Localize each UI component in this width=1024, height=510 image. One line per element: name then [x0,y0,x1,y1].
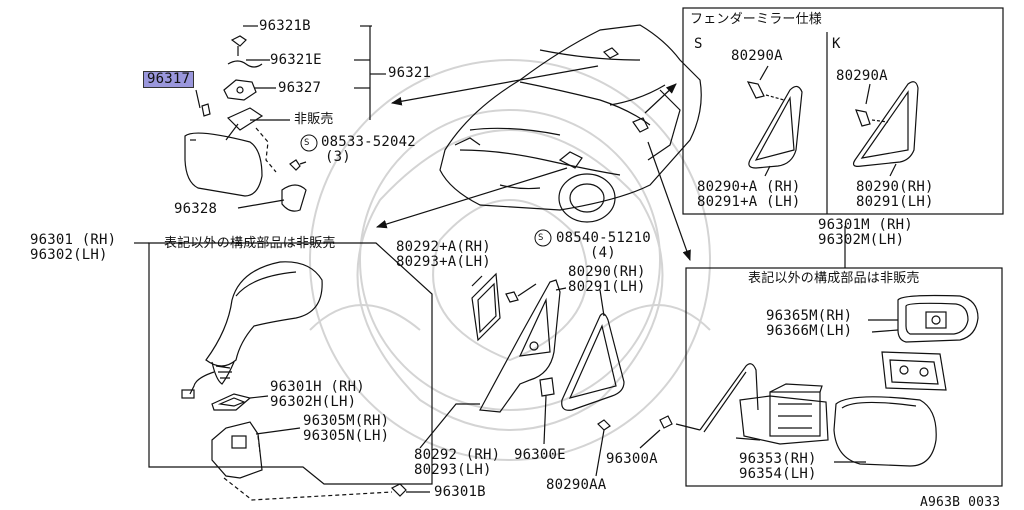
part-label-96317-highlighted[interactable]: 96317 [143,71,195,88]
right-mirror-detail [659,294,979,467]
part-label-80293-lh[interactable]: 80293(LH) [414,462,492,478]
circled-s-mark [300,134,318,152]
part-label-80291-lh[interactable]: 80291(LH) [568,279,646,295]
part-label-96321B[interactable]: 96321B [259,18,311,34]
car-illustration [439,24,702,223]
part-label-96301H[interactable]: 96301H (RH) [270,379,365,395]
circled-s-text: S [538,233,544,243]
part-label-96365M[interactable]: 96365M(RH) [766,308,853,324]
part-label-80290AA[interactable]: 80290AA [546,477,607,493]
part-label-96327[interactable]: 96327 [278,80,322,96]
part-label-80291-lh-k[interactable]: 80291(LH) [856,194,934,210]
part-label-96305M[interactable]: 96305M(RH) [303,413,390,429]
part-label-96305N[interactable]: 96305N(LH) [303,428,390,444]
part-label-80290-rh[interactable]: 80290(RH) [568,264,646,280]
fender-mirror-k [852,81,919,177]
part-label-96321[interactable]: 96321 [388,65,432,81]
part-label-96301[interactable]: 96301 (RH) [30,232,117,248]
not-for-sale-label: 非販売 [294,112,334,127]
diagram-code: A963B 0033 [920,495,1001,510]
part-label-96300E[interactable]: 96300E [514,447,566,463]
part-label-96301M[interactable]: 96301M (RH) [818,217,913,233]
part-label-80293A[interactable]: 80293+A(LH) [396,254,491,270]
inner-mirror [184,35,307,212]
circled-s-text: S [304,138,310,148]
part-label-80290A-k[interactable]: 80290A [836,68,888,84]
part-label-96321E[interactable]: 96321E [270,52,322,68]
part-label-96301B[interactable]: 96301B [434,484,486,500]
part-label-96353[interactable]: 96353(RH) [739,451,817,467]
right-box-note: 表記以外の構成部品は非販売 [748,271,920,286]
part-label-96302H[interactable]: 96302H(LH) [270,394,357,410]
part-label-96366M[interactable]: 96366M(LH) [766,323,853,339]
quantity-label: (3) [325,149,351,165]
fender-mirror-box [682,7,1004,215]
part-label-80290-rh-k[interactable]: 80290(RH) [856,179,934,195]
part-label-96300A[interactable]: 96300A [606,451,658,467]
part-label-96302[interactable]: 96302(LH) [30,247,108,263]
fender-mirror-title: フェンダーミラー仕様 [690,12,823,27]
part-label-08533-52042[interactable]: 08533-52042 [321,134,416,150]
part-label-80291A-lh[interactable]: 80291+A (LH) [697,194,801,210]
part-label-80290A-s[interactable]: 80290A [731,48,783,64]
fender-mirror-s [746,65,803,177]
part-label-96328[interactable]: 96328 [174,201,218,217]
variant-k-label: K [832,36,841,52]
part-label-80292-rh[interactable]: 80292 (RH) [414,447,501,463]
variant-s-label: S [694,36,703,52]
door-mirror-assembly [181,261,323,479]
part-label-08540-51210[interactable]: 08540-51210 [556,230,651,246]
part-label-96354[interactable]: 96354(LH) [739,466,817,482]
quantity-label: (4) [590,245,616,261]
part-label-96302M[interactable]: 96302M(LH) [818,232,905,248]
part-label-80290A-rh[interactable]: 80290+A (RH) [697,179,801,195]
right-mirror-box [685,267,1003,487]
part-label-80292A[interactable]: 80292+A(RH) [396,239,491,255]
left-mirror-box [148,242,433,485]
left-box-note: 表記以外の構成部品は非販売 [164,236,336,251]
circled-s-mark [534,229,552,247]
